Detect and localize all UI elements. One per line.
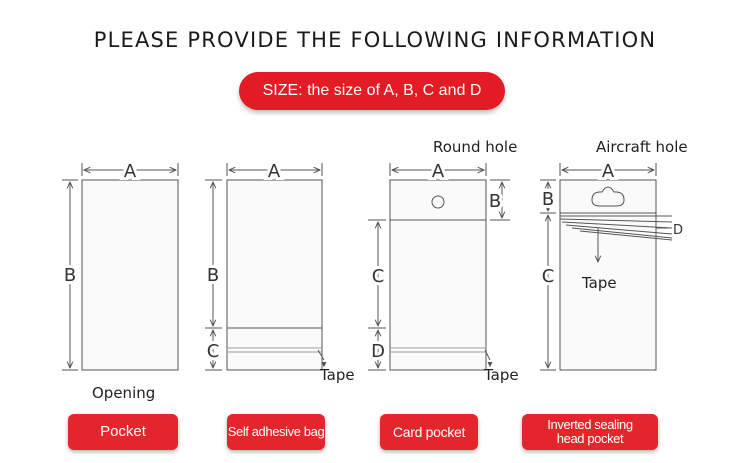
inverted-dim-d: D: [673, 223, 683, 238]
inverted-dim-c: C: [542, 266, 555, 287]
pocket-dim-a: A: [124, 161, 137, 182]
card-pocket-diagram: [368, 163, 510, 371]
card-pocket-dim-a: A: [432, 161, 445, 182]
page-title: PLEASE PROVIDE THE FOLLOWING INFORMATION: [93, 28, 657, 52]
card-pocket-dim-d: D: [371, 341, 385, 362]
aircraft-hole-label: Aircraft hole: [596, 138, 688, 156]
self-adhesive-dim-b: B: [207, 265, 219, 286]
inverted-tape-label: Tape: [581, 274, 617, 292]
card-pocket-dim-c: C: [372, 266, 385, 287]
round-hole-shape: [431, 195, 445, 209]
size-note-badge: SIZE: the size of A, B, C and D: [239, 72, 505, 110]
card-pocket-tape-label: Tape: [483, 366, 519, 384]
card-pocket-button-label: Card pocket: [392, 424, 466, 440]
self-adhesive-bag-button-label: Self adhesive bag: [227, 424, 325, 439]
inverted-dim-a: A: [602, 161, 615, 182]
opening-label: Opening: [92, 384, 155, 402]
inverted-sealing-head-pocket-diagram: [540, 163, 673, 371]
pocket-dim-b: B: [64, 265, 76, 286]
pocket-button[interactable]: Pocket: [68, 414, 178, 450]
round-hole-label: Round hole: [433, 138, 517, 156]
card-pocket-dim-b: B: [489, 191, 501, 212]
pocket-button-label: Pocket: [100, 423, 146, 440]
inverted-sealing-head-pocket-button-label: Inverted sealing head pocket: [547, 417, 633, 446]
self-adhesive-bag-outline: [226, 179, 323, 371]
inverted-dim-b: B: [542, 189, 554, 210]
aircraft-hole-shape: [591, 186, 625, 207]
self-adhesive-bag-diagram: [205, 163, 327, 371]
card-pocket-button[interactable]: Card pocket: [380, 414, 478, 450]
self-adhesive-tape-label: Tape: [319, 366, 355, 384]
self-adhesive-dim-a: A: [268, 161, 281, 182]
pocket-diagram: [62, 163, 179, 371]
card-pocket-outline: [389, 179, 487, 371]
inverted-sealing-head-pocket-button[interactable]: Inverted sealing head pocket: [522, 414, 658, 450]
pocket-outline: [81, 179, 179, 371]
self-adhesive-bag-button[interactable]: Self adhesive bag: [227, 414, 325, 450]
self-adhesive-dim-c: C: [207, 341, 220, 362]
inverted-pocket-outline: [559, 179, 657, 371]
